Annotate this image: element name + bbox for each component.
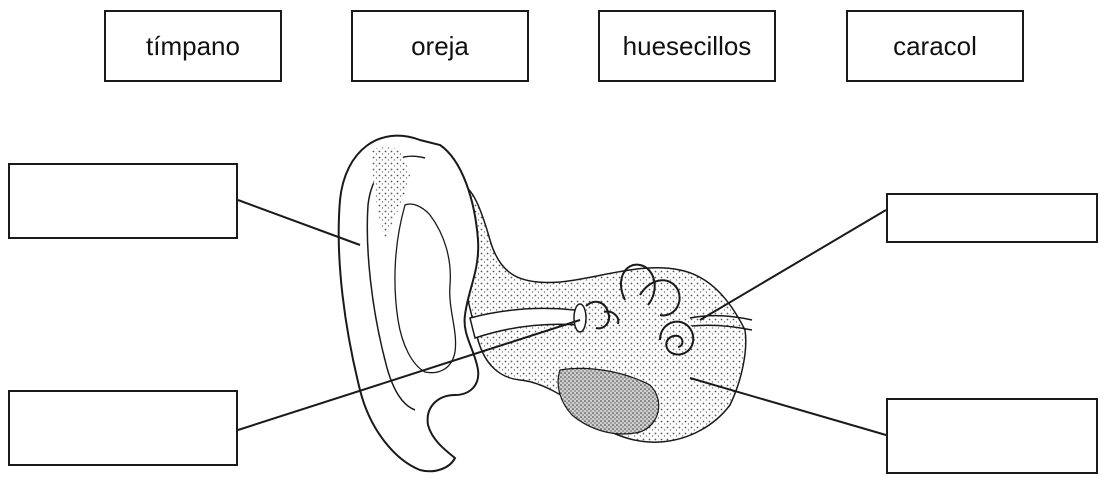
answer-box-outer-ear[interactable] [8, 163, 238, 239]
word-label: huesecillos [623, 31, 752, 62]
leader-line-right-top [700, 210, 886, 320]
pinna-outline [339, 136, 479, 472]
answer-box-eardrum[interactable] [8, 390, 238, 466]
word-label: tímpano [146, 31, 240, 62]
word-bank-huesecillos[interactable]: huesecillos [598, 10, 776, 82]
word-bank-oreja[interactable]: oreja [351, 10, 529, 82]
word-label: oreja [411, 31, 469, 62]
answer-box-ossicles[interactable] [886, 193, 1098, 243]
answer-box-cochlea[interactable] [886, 398, 1098, 474]
word-label: caracol [893, 31, 977, 62]
eardrum-shape [574, 304, 586, 332]
word-bank-timpano[interactable]: tímpano [104, 10, 282, 82]
word-bank-caracol[interactable]: caracol [846, 10, 1024, 82]
